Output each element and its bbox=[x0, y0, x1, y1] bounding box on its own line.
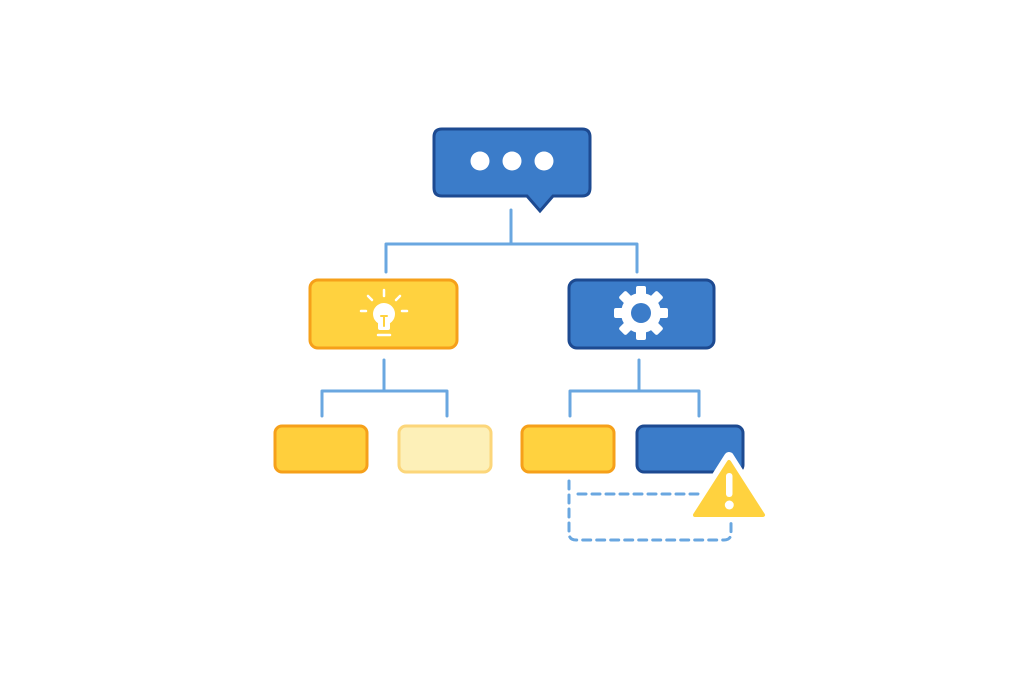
idea-node[interactable] bbox=[308, 278, 459, 350]
lightbulb-icon bbox=[359, 288, 409, 337]
gear-icon bbox=[614, 286, 668, 340]
connector-right bbox=[568, 358, 701, 418]
leaf-yellow-2[interactable] bbox=[520, 424, 616, 474]
root-node[interactable] bbox=[432, 127, 592, 214]
connector-root bbox=[384, 208, 639, 274]
warning-triangle-icon bbox=[686, 452, 772, 522]
ellipsis-icon bbox=[470, 151, 554, 171]
dashed-pending-connection bbox=[567, 479, 733, 542]
leaf-yellow-1[interactable] bbox=[273, 424, 369, 474]
connectors bbox=[320, 208, 733, 542]
connector-left bbox=[320, 358, 449, 418]
leaf-blue[interactable] bbox=[635, 424, 745, 474]
leaf-pale-yellow[interactable] bbox=[397, 424, 493, 474]
settings-node[interactable] bbox=[567, 278, 716, 350]
